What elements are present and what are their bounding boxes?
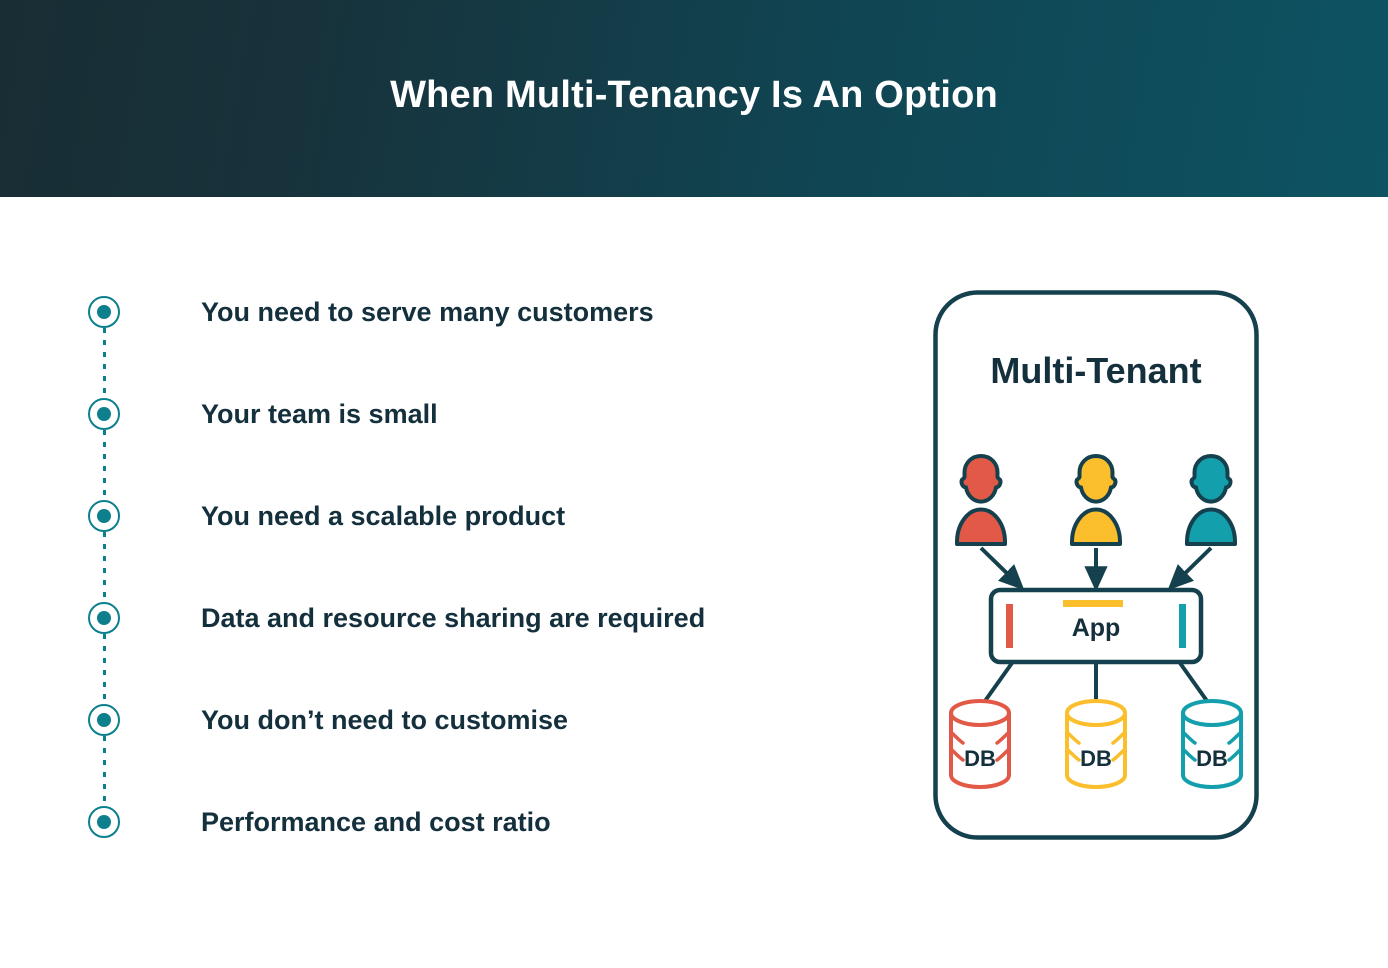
- multi-tenant-diagram: Multi-Tenant Ap: [933, 290, 1259, 840]
- app-accent-bar-top: [1063, 600, 1123, 607]
- bullet-point-icon: [88, 602, 120, 634]
- list-item: You need to serve many customers: [88, 296, 848, 398]
- list-item: You need a scalable product: [88, 500, 848, 602]
- list-item-label: You don’t need to customise: [201, 705, 569, 735]
- list-item: You don’t need to customise: [88, 704, 848, 806]
- app-label: App: [1072, 614, 1121, 642]
- page-title: When Multi-Tenancy Is An Option: [390, 74, 998, 116]
- database-yellow: DB: [1065, 699, 1127, 789]
- app-accent-bar-right: [1179, 604, 1186, 648]
- header-banner: When Multi-Tenancy Is An Option: [0, 0, 1388, 197]
- bullet-point-icon: [88, 500, 120, 532]
- tenant-to-app-arrows: [979, 546, 1213, 592]
- db-label: DB: [1080, 746, 1112, 771]
- dotted-connector: [103, 634, 106, 704]
- list-item-label: You need a scalable product: [201, 501, 566, 531]
- dotted-connector: [103, 430, 106, 500]
- db-label: DB: [964, 746, 996, 771]
- list-item: Performance and cost ratio: [88, 806, 848, 908]
- checklist: You need to serve many customers Your te…: [88, 296, 848, 908]
- list-item-label: Data and resource sharing are required: [201, 603, 706, 633]
- app-accent-bar-left: [1006, 604, 1013, 648]
- diagram-title: Multi-Tenant: [990, 350, 1201, 391]
- bullet-point-icon: [88, 806, 120, 838]
- list-item: Your team is small: [88, 398, 848, 500]
- list-item-label: Performance and cost ratio: [201, 807, 551, 837]
- arrow-tenant-teal-to-app: [1167, 546, 1213, 591]
- list-item: Data and resource sharing are required: [88, 602, 848, 704]
- arrow-tenant-red-to-app: [979, 546, 1025, 591]
- list-item-label: Your team is small: [201, 399, 438, 429]
- dotted-connector: [103, 532, 106, 602]
- bullet-point-icon: [88, 704, 120, 736]
- bullet-point-icon: [88, 296, 120, 328]
- bullet-point-icon: [88, 398, 120, 430]
- database-red: DB: [949, 699, 1011, 789]
- list-item-label: You need to serve many customers: [201, 297, 654, 327]
- dotted-connector: [103, 736, 106, 806]
- app-box: App: [988, 587, 1204, 665]
- database-teal: DB: [1181, 699, 1243, 789]
- db-label: DB: [1196, 746, 1228, 771]
- dotted-connector: [103, 328, 106, 398]
